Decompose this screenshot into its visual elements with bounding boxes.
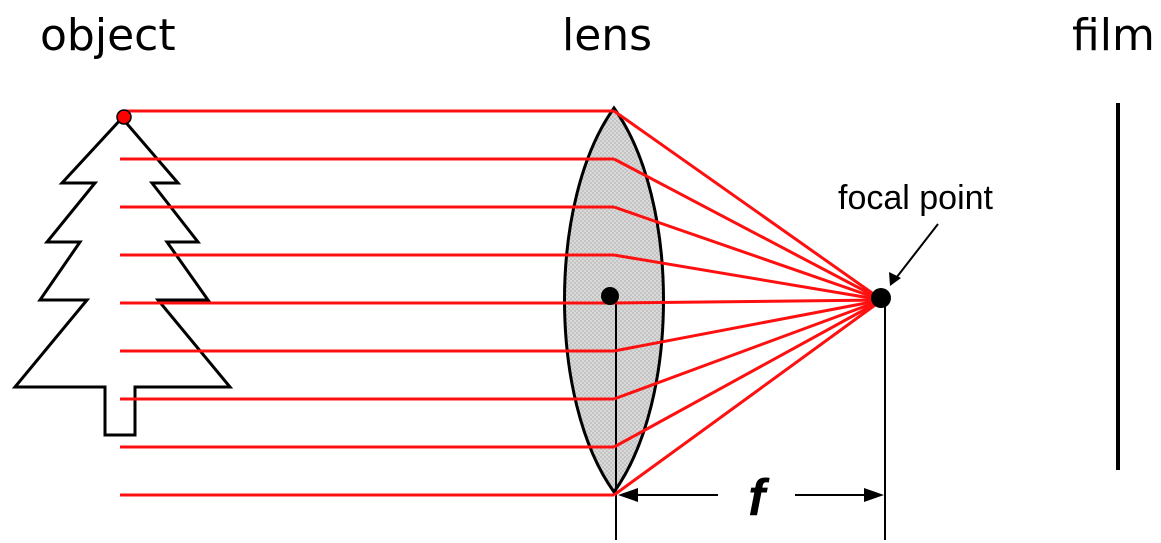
film-label: film bbox=[1072, 10, 1155, 61]
focal-length-arrowhead-left bbox=[618, 488, 638, 502]
refracted-ray bbox=[613, 205, 883, 302]
refracted-ray bbox=[613, 109, 883, 302]
focal-point-arrowhead bbox=[889, 272, 901, 286]
lens-center-dot bbox=[601, 287, 619, 305]
refracted-ray bbox=[613, 253, 883, 302]
focal-length-arrowhead-right bbox=[864, 488, 884, 502]
focal-point-dot bbox=[871, 288, 891, 308]
refracted-ray bbox=[613, 157, 883, 302]
tree-icon bbox=[11, 115, 234, 437]
refracted-ray bbox=[613, 298, 883, 449]
refracted-ray bbox=[613, 298, 883, 305]
incoming-rays bbox=[120, 109, 614, 497]
refracted-ray bbox=[613, 298, 883, 401]
object-label: object bbox=[40, 10, 176, 61]
focal-point-pointer bbox=[892, 223, 939, 283]
focal-length-label: f bbox=[748, 469, 770, 527]
lens-label: lens bbox=[562, 10, 652, 61]
refracted-ray bbox=[613, 298, 883, 497]
object-point bbox=[116, 109, 132, 125]
refracted-ray bbox=[613, 298, 883, 353]
refracted-rays bbox=[613, 109, 883, 497]
focal-point-label: focal point bbox=[838, 179, 994, 217]
